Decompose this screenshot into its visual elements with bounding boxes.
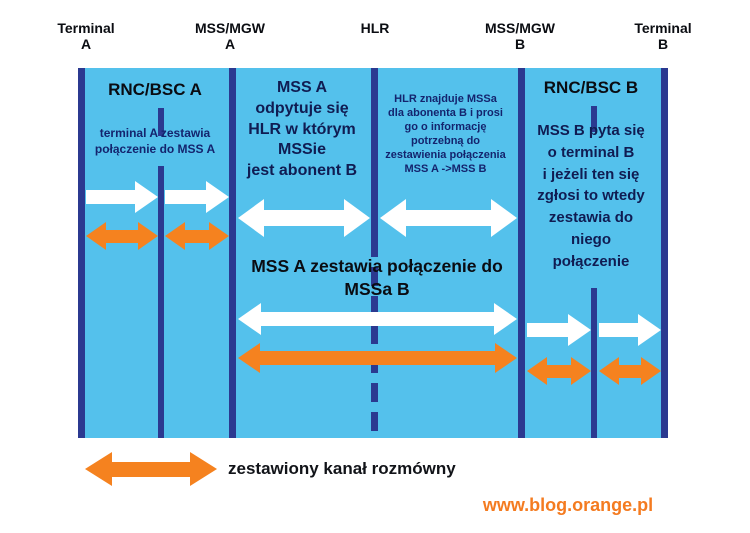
arrowhead-left — [527, 357, 547, 385]
signal-arrow-terminal-a-to-rnc — [86, 181, 158, 213]
arrow-bar — [260, 351, 495, 365]
lifeline-hlr-solid — [371, 68, 378, 238]
lane-letter: B — [657, 36, 669, 53]
channel-arrow-mss-b-to-rnc — [527, 357, 591, 385]
lane-name: Terminal — [57, 20, 115, 36]
arrowhead-left — [165, 222, 185, 250]
arrowhead-left — [85, 452, 112, 486]
arrowhead-left — [238, 303, 261, 335]
lifeline-rnc-bsc-a — [158, 166, 164, 438]
arrow-bar — [185, 229, 209, 243]
arrowhead-right — [135, 181, 158, 213]
mss-b-note: MSS B pyta się o terminal B i jeżeli ten… — [537, 122, 645, 270]
hlr-note: HLR znajduje MSSa dla abonenta B i prosi… — [385, 93, 506, 175]
arrowhead-right — [138, 222, 158, 250]
channel-arrow-mss-a-mss-b — [238, 343, 517, 373]
arrow-bar — [264, 210, 344, 226]
lane-letter: A — [224, 36, 236, 53]
arrow-bar — [599, 323, 638, 337]
terminal-a-note: terminal A zestawia połączenie do MSS A — [94, 126, 216, 156]
mss-a-query-note: MSS A odpytuje się HLR w którym MSSie je… — [246, 79, 358, 180]
arrowhead-right — [344, 199, 370, 237]
signal-arrow-rnc-to-mss-a — [165, 181, 229, 213]
arrowhead-right — [190, 452, 217, 486]
signal-arrow-rnc-to-terminal-b — [599, 314, 661, 346]
lifeline-terminal-b — [661, 68, 668, 438]
arrowhead-right — [638, 314, 661, 346]
lane-name: MSS/MGW — [485, 20, 555, 36]
arrowhead-right — [495, 343, 517, 373]
arrow-bar — [619, 364, 641, 378]
arrow-bar — [112, 461, 190, 477]
signal-arrow-mss-a-hlr — [238, 199, 370, 237]
legend-channel-arrow — [85, 452, 217, 486]
channel-arrow-terminal-a-to-rnc — [86, 222, 158, 250]
channel-arrow-rnc-to-terminal-b — [599, 357, 661, 385]
arrowhead-right — [568, 314, 591, 346]
arrowhead-left — [238, 343, 260, 373]
lifeline-mss-mgw-a — [229, 68, 236, 438]
channel-arrow-rnc-to-mss-a — [165, 222, 229, 250]
center-connection-label: MSS A zestawia połączenie do MSSa B — [251, 256, 503, 299]
arrow-bar — [547, 364, 571, 378]
rnc-bsc-b-title: RNC/BSC B — [543, 78, 639, 97]
lane-letter: A — [80, 36, 92, 53]
arrowhead-right — [206, 181, 229, 213]
arrow-bar — [261, 312, 494, 326]
signal-arrow-hlr-mss-b — [380, 199, 517, 237]
arrowhead-right — [209, 222, 229, 250]
lifeline-rnc-bsc-b-dash — [591, 106, 597, 132]
arrowhead-left — [599, 357, 619, 385]
arrow-bar — [527, 323, 568, 337]
lifeline-hlr-dashed — [371, 238, 378, 438]
arrowhead-right — [491, 199, 517, 237]
lane-name: MSS/MGW — [195, 20, 265, 36]
arrow-bar — [165, 190, 206, 204]
arrowhead-left — [86, 222, 106, 250]
arrowhead-left — [238, 199, 264, 237]
arrow-bar — [86, 190, 135, 204]
arrowhead-left — [380, 199, 406, 237]
legend-label: zestawiony kanał rozmówny — [228, 459, 456, 478]
lifeline-rnc-bsc-a-dash — [158, 108, 164, 136]
lifeline-rnc-bsc-b — [591, 288, 597, 438]
arrow-bar — [406, 210, 491, 226]
lifeline-mss-mgw-b — [518, 68, 525, 438]
signal-arrow-mss-a-mss-b — [238, 303, 517, 335]
lifeline-terminal-a — [78, 68, 85, 438]
lane-label-hlr: HLR — [315, 20, 435, 36]
arrowhead-right — [571, 357, 591, 385]
rnc-bsc-a-title: RNC/BSC A — [108, 80, 202, 99]
signal-arrow-mss-b-to-rnc — [527, 314, 591, 346]
blog-url: www.blog.orange.pl — [482, 495, 654, 515]
arrowhead-right — [494, 303, 517, 335]
lane-letter: B — [514, 36, 526, 53]
lane-name: HLR — [360, 20, 390, 36]
lane-name: Terminal — [634, 20, 692, 36]
arrow-bar — [106, 229, 138, 243]
arrowhead-right — [641, 357, 661, 385]
